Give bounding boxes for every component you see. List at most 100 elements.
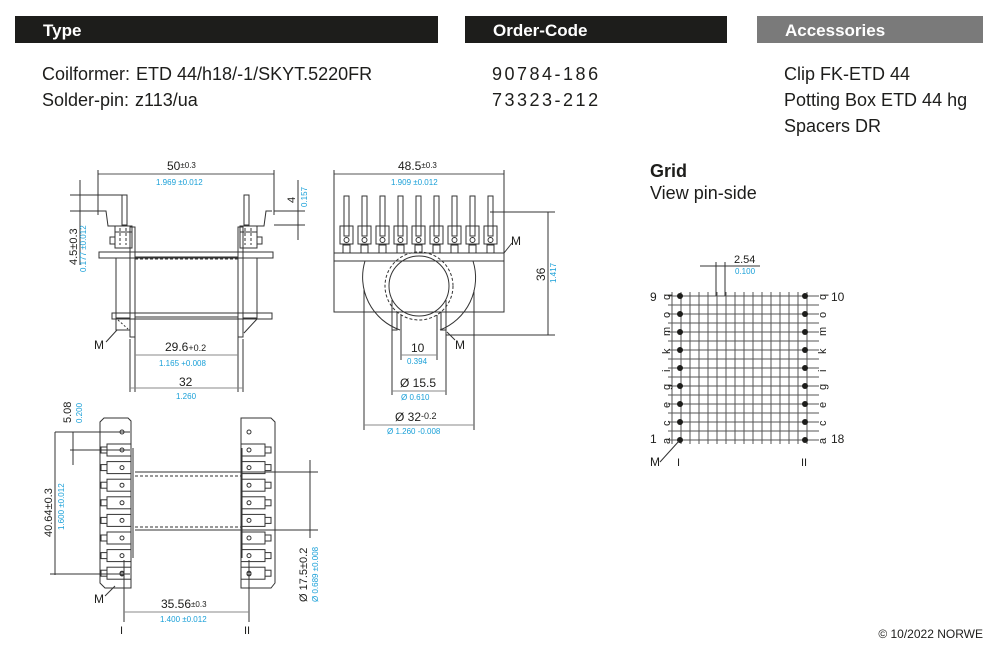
bottom-span-in: 1.400 ±0.012 (160, 615, 207, 624)
pin-grid (659, 262, 819, 463)
front-pin (411, 195, 426, 254)
side-height-mm: 4.5±0.3 (68, 228, 80, 265)
side-view-drawing (70, 170, 305, 392)
grid-pin-bottom-right: 18 (831, 432, 845, 446)
bottom-pin-left (100, 531, 132, 545)
grid-pin-left (677, 347, 683, 353)
grid-pin-left (677, 419, 683, 425)
front-slot-in: 0.394 (407, 357, 428, 366)
bottom-pin-right (240, 566, 272, 580)
bottom-row-mm: 40.64±0.3 (43, 488, 55, 537)
grid-pin-left (677, 329, 683, 335)
order-code-1: 90784-186 (492, 64, 601, 84)
grid-letter-left: m (661, 327, 673, 336)
front-height-mm: 36 (534, 267, 548, 281)
grid-row-1-label: I (677, 457, 680, 469)
bottom-span-mm: 35.56±0.3 (161, 597, 207, 611)
grid-subtitle: View pin-side (650, 183, 757, 203)
accessory-item: Clip FK-ETD 44 (784, 64, 911, 84)
side-width-mm: 50±0.3 (167, 159, 196, 173)
bottom-end-pin (246, 429, 252, 435)
bottom-pin-left (100, 461, 132, 475)
header-type: Type (15, 16, 438, 43)
bottom-view-drawing (50, 417, 318, 622)
grid-letter-right: e (817, 402, 829, 408)
grid-letter-right: i (817, 370, 829, 372)
front-core-mm: Ø 15.5 (400, 376, 436, 390)
grid-marker: M (650, 455, 660, 469)
side-outer-mm: 32 (179, 375, 193, 389)
grid-letter-right: m (817, 327, 829, 336)
coilformer-value: ETD 44/h18/-1/SKYT.5220FR (136, 64, 373, 84)
front-flange-mm: Ø 32-0.2 (395, 410, 437, 424)
bottom-pin-right (240, 496, 272, 510)
grid-pin-right (802, 293, 808, 299)
header-order-code: Order-Code (465, 16, 727, 43)
grid-pin-right (802, 311, 808, 317)
bottom-pin-right (240, 461, 272, 475)
grid-pin-right (802, 329, 808, 335)
front-view-drawing (333, 170, 555, 430)
bottom-pin-right (240, 513, 272, 527)
grid-pin-bottom-left: 1 (650, 432, 657, 446)
grid-pin-right (802, 365, 808, 371)
front-pin (465, 195, 480, 254)
side-height-in: 0.177 ±0.012 (79, 225, 88, 272)
solderpin-value: z113/ua (135, 90, 198, 110)
grid-pin-right (802, 419, 808, 425)
coilformer-label: Coilformer: (42, 64, 131, 84)
grid-pin-right (802, 401, 808, 407)
bottom-pin-left (100, 478, 132, 492)
side-marker: M (94, 338, 104, 352)
front-width-mm: 48.5±0.3 (398, 159, 437, 173)
grid-letter-left: e (661, 402, 673, 408)
solderpin-label: Solder-pin: (42, 90, 130, 110)
grid-letter-right: a (817, 437, 829, 444)
grid-pin-left (677, 401, 683, 407)
bottom-pitch-in: 0.200 (75, 402, 84, 423)
front-flange-in: Ø 1.260 -0.008 (387, 427, 441, 436)
bottom-dia-mm: Ø 17.5±0.2 (298, 548, 310, 602)
grid-letter-left: a (661, 437, 673, 444)
accessory-item: Potting Box ETD 44 hg (784, 90, 968, 110)
front-pin (375, 195, 390, 254)
bottom-pin-right (240, 478, 272, 492)
side-pin-len-mm: 4 (286, 197, 298, 203)
bottom-pin-left (100, 496, 132, 510)
grid-row-2-label: II (801, 457, 807, 469)
front-marker-top: M (511, 234, 521, 248)
front-pin (357, 195, 372, 254)
bottom-row-2-label: II (244, 625, 250, 637)
grid-pin-top-left: 9 (650, 290, 657, 304)
side-outer-in: 1.260 (176, 392, 197, 401)
grid-pin-right (802, 437, 808, 443)
front-pin (393, 195, 408, 254)
bottom-pin-left (100, 566, 132, 580)
grid-pin-left (677, 293, 683, 299)
front-view-pins (339, 195, 498, 254)
header-accessories: Accessories (757, 16, 983, 43)
side-width-in: 1.969 ±0.012 (156, 178, 203, 187)
front-marker-bottom: M (455, 338, 465, 352)
copyright: © 10/2022 NORWE (878, 627, 983, 641)
grid-pin-right (802, 347, 808, 353)
coilformer-row: Coilformer:ETD 44/h18/-1/SKYT.5220FR (42, 61, 372, 87)
bottom-marker: M (94, 592, 104, 606)
bottom-pin-left (100, 549, 132, 563)
front-core-in: Ø 0.610 (401, 393, 430, 402)
side-pin-len-in: 0.157 (300, 186, 309, 207)
front-pin (339, 195, 354, 254)
grid-letter-left: k (661, 348, 673, 354)
bottom-row-in: 1.600 ±0.012 (57, 483, 66, 530)
grid-pitch-in: 0.100 (735, 267, 756, 276)
grid-pin-top-right: 10 (831, 290, 845, 304)
grid-letter-left: g (661, 384, 673, 390)
grid-letter-right: k (817, 348, 829, 354)
grid-title: Grid (650, 161, 688, 181)
grid-letter-right: g (817, 384, 829, 390)
front-pin (429, 195, 444, 254)
bottom-row-1-label: I (120, 625, 123, 637)
grid-letter-left: o (661, 312, 673, 318)
grid-letter-left: i (661, 370, 673, 372)
side-inner-mm: 29.6+0.2 (165, 340, 206, 354)
